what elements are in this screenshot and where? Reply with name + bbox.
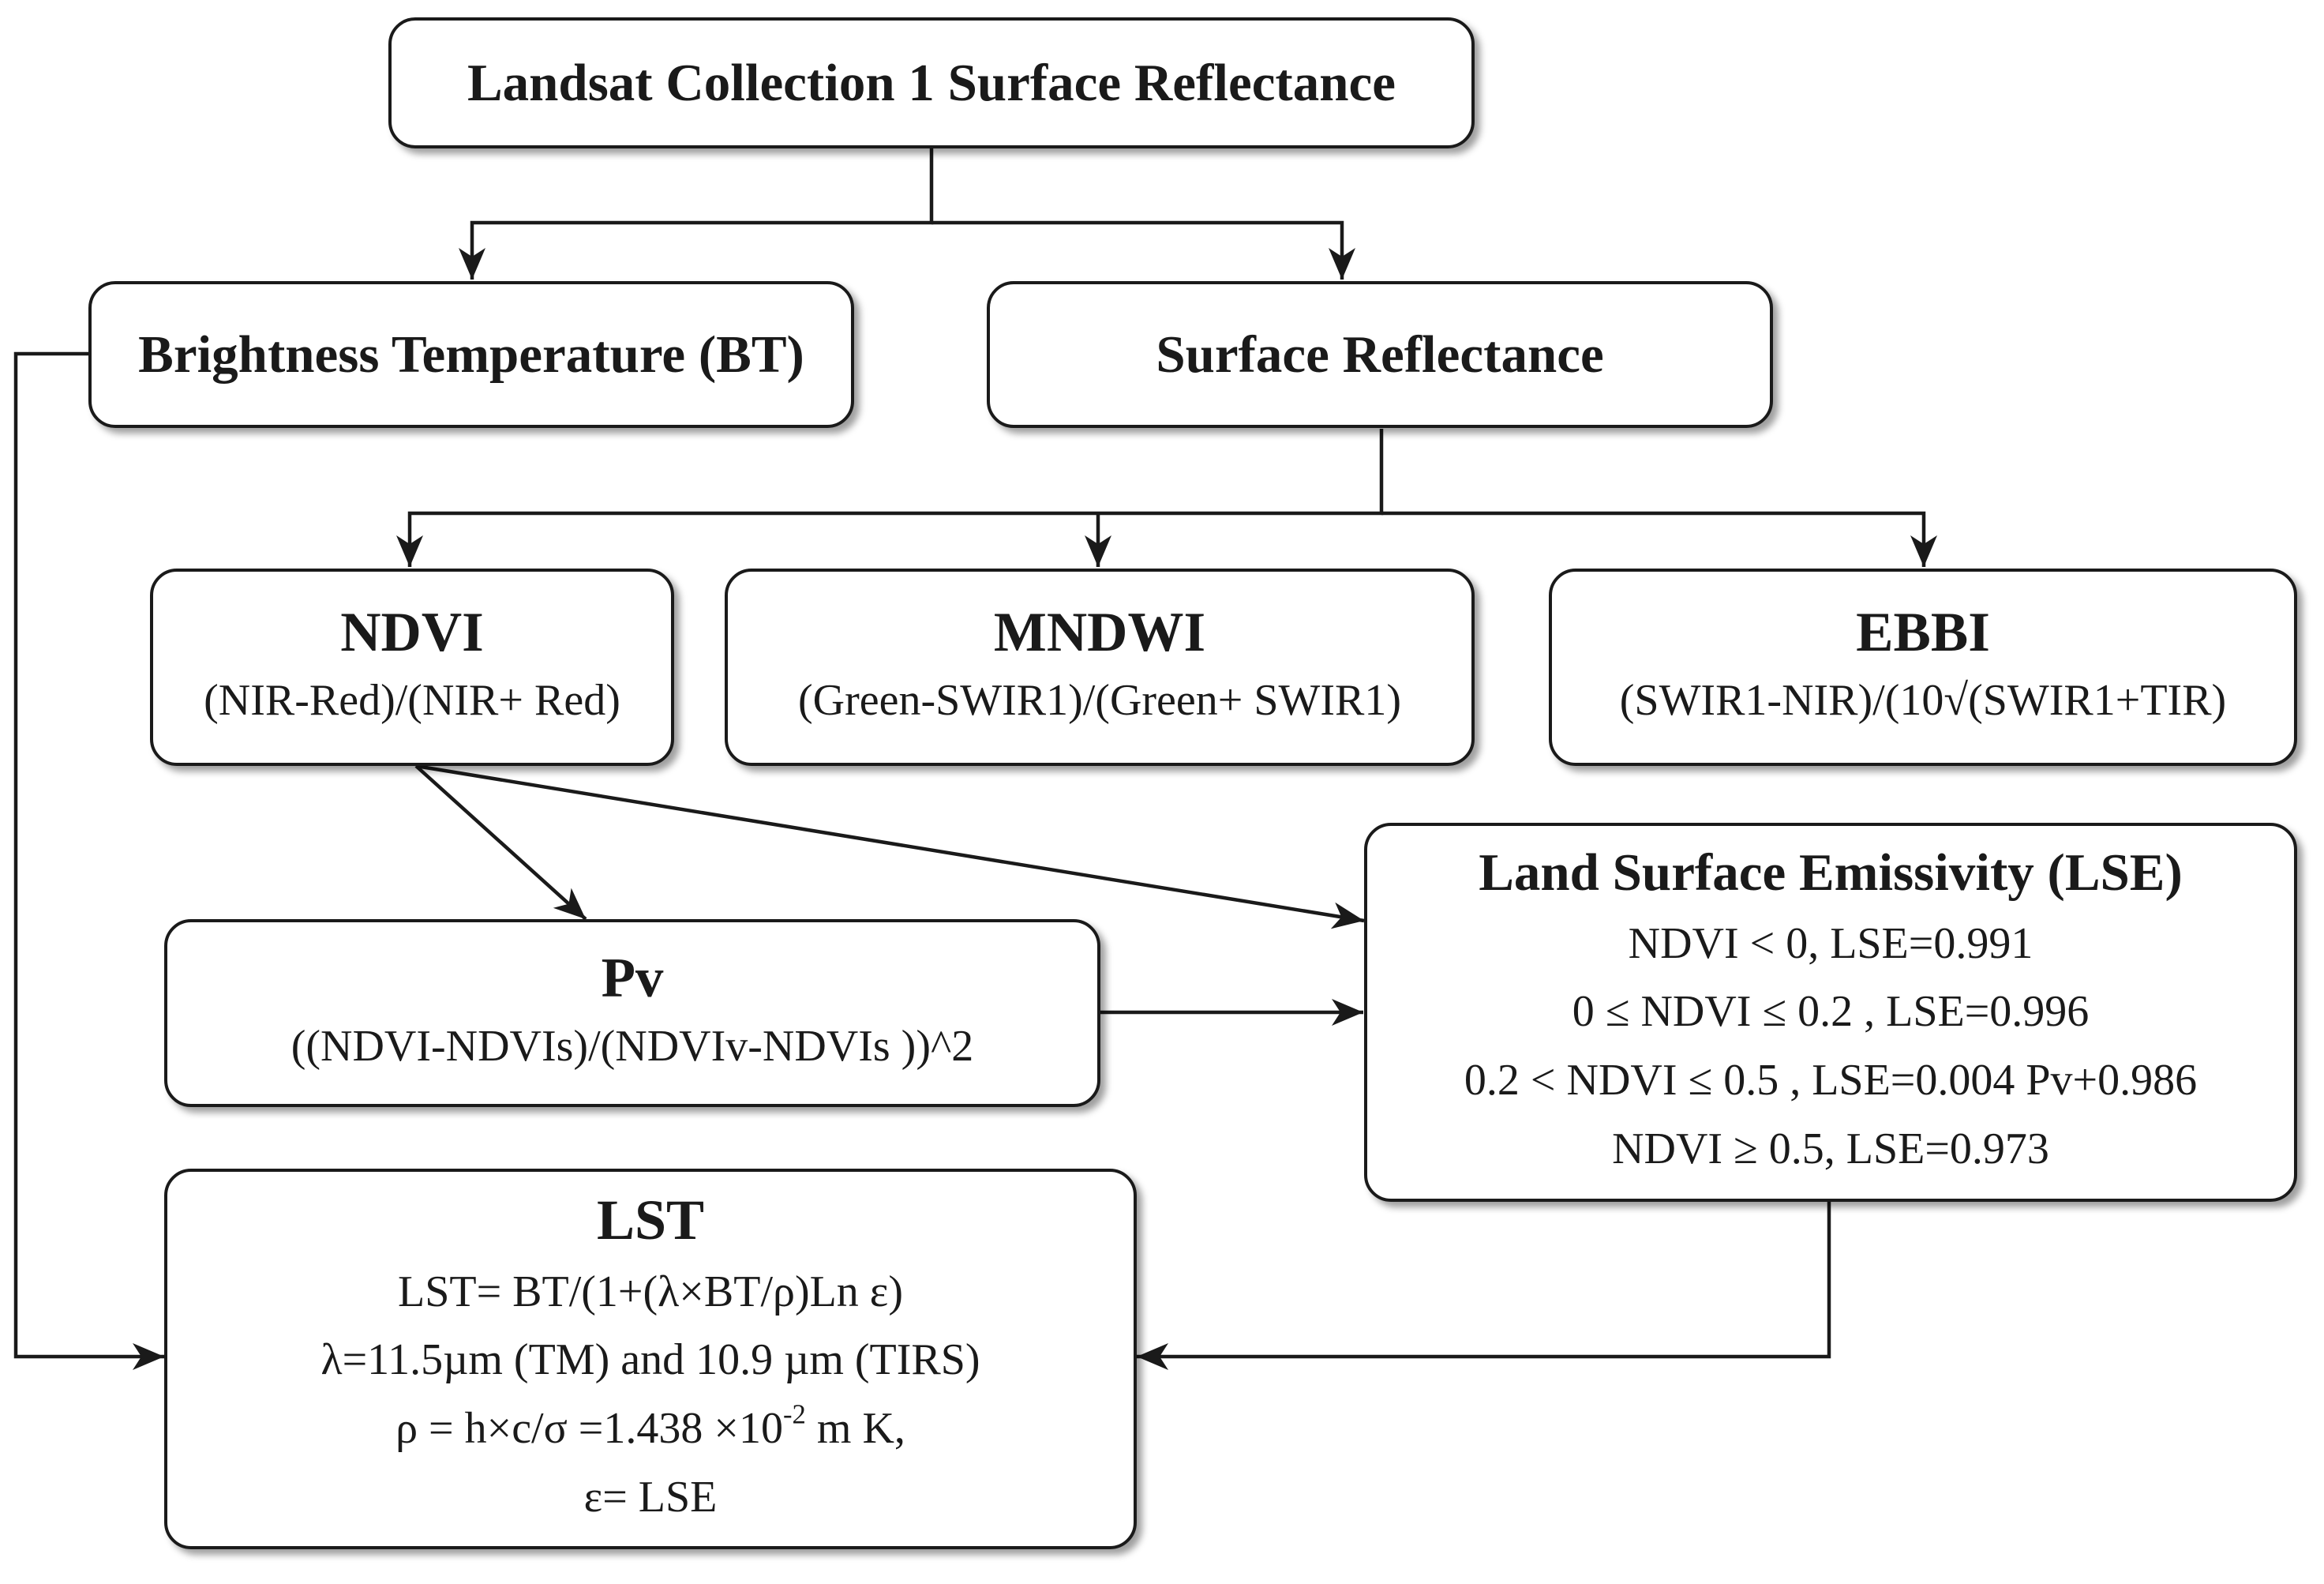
surface-reflectance-node-title: Surface Reflectance	[1156, 325, 1604, 384]
arrow-ndvi-to-lse	[415, 764, 1365, 929]
lse-rule: 0.2 < NDVI ≤ 0.5 , LSE=0.004 Pv+0.986	[1464, 1056, 2198, 1105]
landsat-node: Landsat Collection 1 Surface Reflectance	[388, 17, 1475, 148]
brightness-temperature-node-title: Brightness Temperature (BT)	[138, 325, 804, 384]
surface-reflectance-node: Surface Reflectance	[987, 281, 1773, 428]
mndwi-node-title: MNDWI	[993, 602, 1206, 663]
pv-node-title: Pv	[601, 948, 664, 1009]
arrow-sr-to-ndvi	[396, 429, 1384, 567]
lst-rho-definition: ρ = h×c/σ =1.438 ×10-2 m K,	[395, 1394, 905, 1463]
ndvi-node-title: NDVI	[340, 602, 484, 663]
ndvi-node: NDVI (NIR-Red)/(NIR+ Red)	[150, 569, 674, 766]
ebbi-node-title: EBBI	[1856, 602, 1990, 663]
ebbi-node: EBBI (SWIR1-NIR)/(10√(SWIR1+TIR)	[1549, 569, 2297, 766]
lst-node-title: LST	[596, 1188, 705, 1252]
ebbi-node-formula: (SWIR1-NIR)/(10√(SWIR1+TIR)	[1619, 676, 2227, 726]
arrow-sr-to-ebbi	[1381, 511, 1937, 567]
lst-rho-unit: m K,	[805, 1404, 905, 1454]
arrow-bt-to-lst	[13, 351, 164, 1370]
lse-rule: 0 ≤ NDVI ≤ 0.2 , LSE=0.996	[1572, 987, 2090, 1037]
lst-rho-exponent: -2	[782, 1398, 806, 1430]
ndvi-node-formula: (NIR-Red)/(NIR+ Red)	[204, 676, 620, 726]
lse-rule: NDVI ≥ 0.5, LSE=0.973	[1612, 1124, 2049, 1173]
lst-epsilon-definition: ε= LSE	[583, 1472, 718, 1522]
pv-node: Pv ((NDVI-NDVIs)/(NDVIv-NDVIs ))^2	[164, 919, 1100, 1107]
mndwi-node-formula: (Green-SWIR1)/(Green+ SWIR1)	[798, 676, 1401, 726]
arrow-lse-to-lst	[1137, 1202, 1831, 1370]
lst-equation: LST= BT/(1+(λ×BT/ρ)Ln ε)	[398, 1267, 903, 1316]
landsat-node-title: Landsat Collection 1 Surface Reflectance	[467, 53, 1396, 112]
pv-node-formula: ((NDVI-NDVIs)/(NDVIv-NDVIs ))^2	[290, 1022, 974, 1072]
arrow-ndvi-to-pv	[414, 764, 587, 921]
lse-node-title: Land Surface Emissivity (LSE)	[1479, 843, 2183, 903]
arrow-landsat-to-bt	[459, 148, 934, 280]
lst-rho-main: ρ = h×c/σ =1.438 ×10	[395, 1404, 783, 1454]
lse-node: Land Surface Emissivity (LSE) NDVI < 0, …	[1364, 823, 2297, 1202]
arrow-landsat-to-sr	[931, 220, 1355, 280]
lst-node: LST LST= BT/(1+(λ×BT/ρ)Ln ε) λ=11.5µm (T…	[164, 1169, 1137, 1549]
mndwi-node: MNDWI (Green-SWIR1)/(Green+ SWIR1)	[725, 569, 1475, 766]
brightness-temperature-node: Brightness Temperature (BT)	[88, 281, 854, 428]
lst-wavelength: λ=11.5µm (TM) and 10.9 µm (TIRS)	[320, 1335, 980, 1385]
lse-rule: NDVI < 0, LSE=0.991	[1628, 918, 2034, 968]
